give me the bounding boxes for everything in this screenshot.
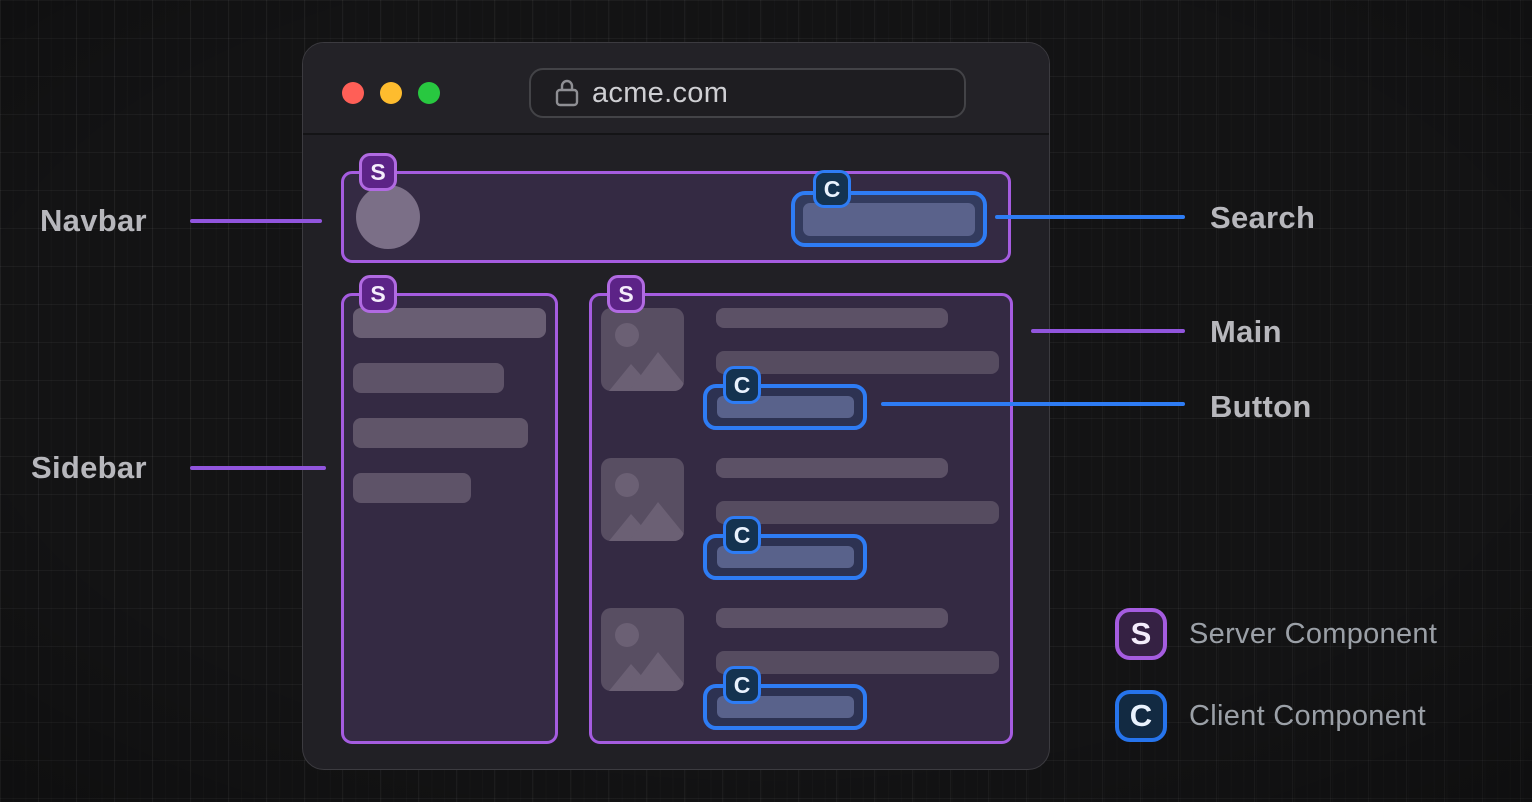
close-light-icon[interactable] <box>342 82 364 104</box>
sidebar-skeleton-bar <box>353 418 528 448</box>
url-bar[interactable]: acme.com <box>529 68 966 118</box>
main-component: S C <box>589 275 1013 746</box>
sidebar-component: S <box>341 275 558 744</box>
list-item: C <box>592 458 1010 596</box>
list-item: C <box>592 608 1010 746</box>
sidebar-connector-line <box>190 466 326 470</box>
main-connector-line <box>1031 329 1185 333</box>
server-badge: S <box>359 153 397 191</box>
button-callout-label: Button <box>1210 389 1312 424</box>
client-badge: C <box>1115 690 1167 742</box>
browser-window: acme.com S C S <box>302 42 1050 770</box>
item-subtitle-skeleton <box>716 651 999 674</box>
sidebar-callout-label: Sidebar <box>31 450 147 485</box>
item-title-skeleton <box>716 308 948 328</box>
item-title-skeleton <box>716 458 948 478</box>
item-title-skeleton <box>716 608 948 628</box>
url-text: acme.com <box>592 76 729 109</box>
search-callout-label: Search <box>1210 200 1316 235</box>
server-badge: S <box>1115 608 1167 660</box>
button-connector-line <box>881 402 1185 406</box>
minimize-light-icon[interactable] <box>380 82 402 104</box>
item-subtitle-skeleton <box>716 351 999 374</box>
navbar-connector-line <box>190 219 322 223</box>
image-placeholder-icon <box>601 608 684 691</box>
server-badge: S <box>359 275 397 313</box>
navbar-component: S C <box>341 153 1011 263</box>
client-badge: C <box>723 516 761 554</box>
sidebar-skeleton-bar <box>353 308 546 338</box>
sidebar-skeleton-bar <box>353 363 504 393</box>
client-badge: C <box>813 170 851 208</box>
avatar <box>356 185 420 249</box>
image-placeholder-icon <box>601 308 684 391</box>
lock-icon <box>555 79 579 107</box>
server-badge: S <box>607 275 645 313</box>
list-item: C <box>592 308 1010 446</box>
main-callout-label: Main <box>1210 314 1282 349</box>
navbar-callout-label: Navbar <box>40 203 147 238</box>
search-component[interactable]: C <box>791 170 987 247</box>
client-badge: C <box>723 666 761 704</box>
search-input-skeleton <box>803 203 975 236</box>
search-connector-line <box>995 215 1185 219</box>
page-body: S C S S <box>303 135 1049 768</box>
image-placeholder-icon <box>601 458 684 541</box>
browser-chrome: acme.com <box>303 43 1049 135</box>
client-badge: C <box>723 366 761 404</box>
legend-label: Client Component <box>1189 699 1426 732</box>
item-subtitle-skeleton <box>716 501 999 524</box>
zoom-light-icon[interactable] <box>418 82 440 104</box>
legend-item-client: C Client Component <box>1115 690 1426 742</box>
sidebar-skeleton-bar <box>353 473 471 503</box>
legend-item-server: S Server Component <box>1115 608 1437 660</box>
legend-label: Server Component <box>1189 617 1438 650</box>
